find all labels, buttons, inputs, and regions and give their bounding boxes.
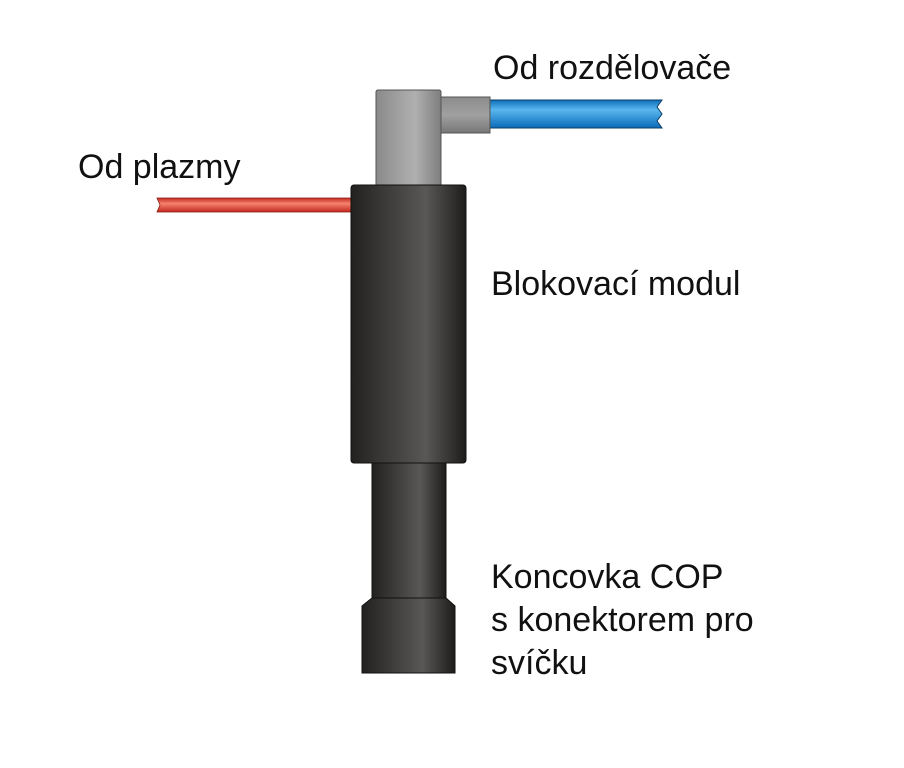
connector-elbow-horizontal (440, 96, 491, 134)
blue-wire (489, 99, 663, 129)
red-wire (156, 197, 352, 213)
label-blocking-module: Blokovací modul (491, 265, 741, 303)
label-from-distributor: Od rozdělovače (493, 49, 732, 87)
cop-end-cap (361, 597, 456, 674)
label-cop-end-line2: s konektorem pro (491, 601, 754, 639)
label-from-plasma: Od plazmy (78, 148, 241, 186)
label-cop-end-line1: Koncovka COP (491, 558, 724, 596)
blocking-module-body (350, 184, 467, 464)
label-cop-end-line3: svíčku (491, 644, 588, 682)
connector-elbow-vertical (375, 89, 442, 187)
cop-stem (371, 462, 447, 607)
